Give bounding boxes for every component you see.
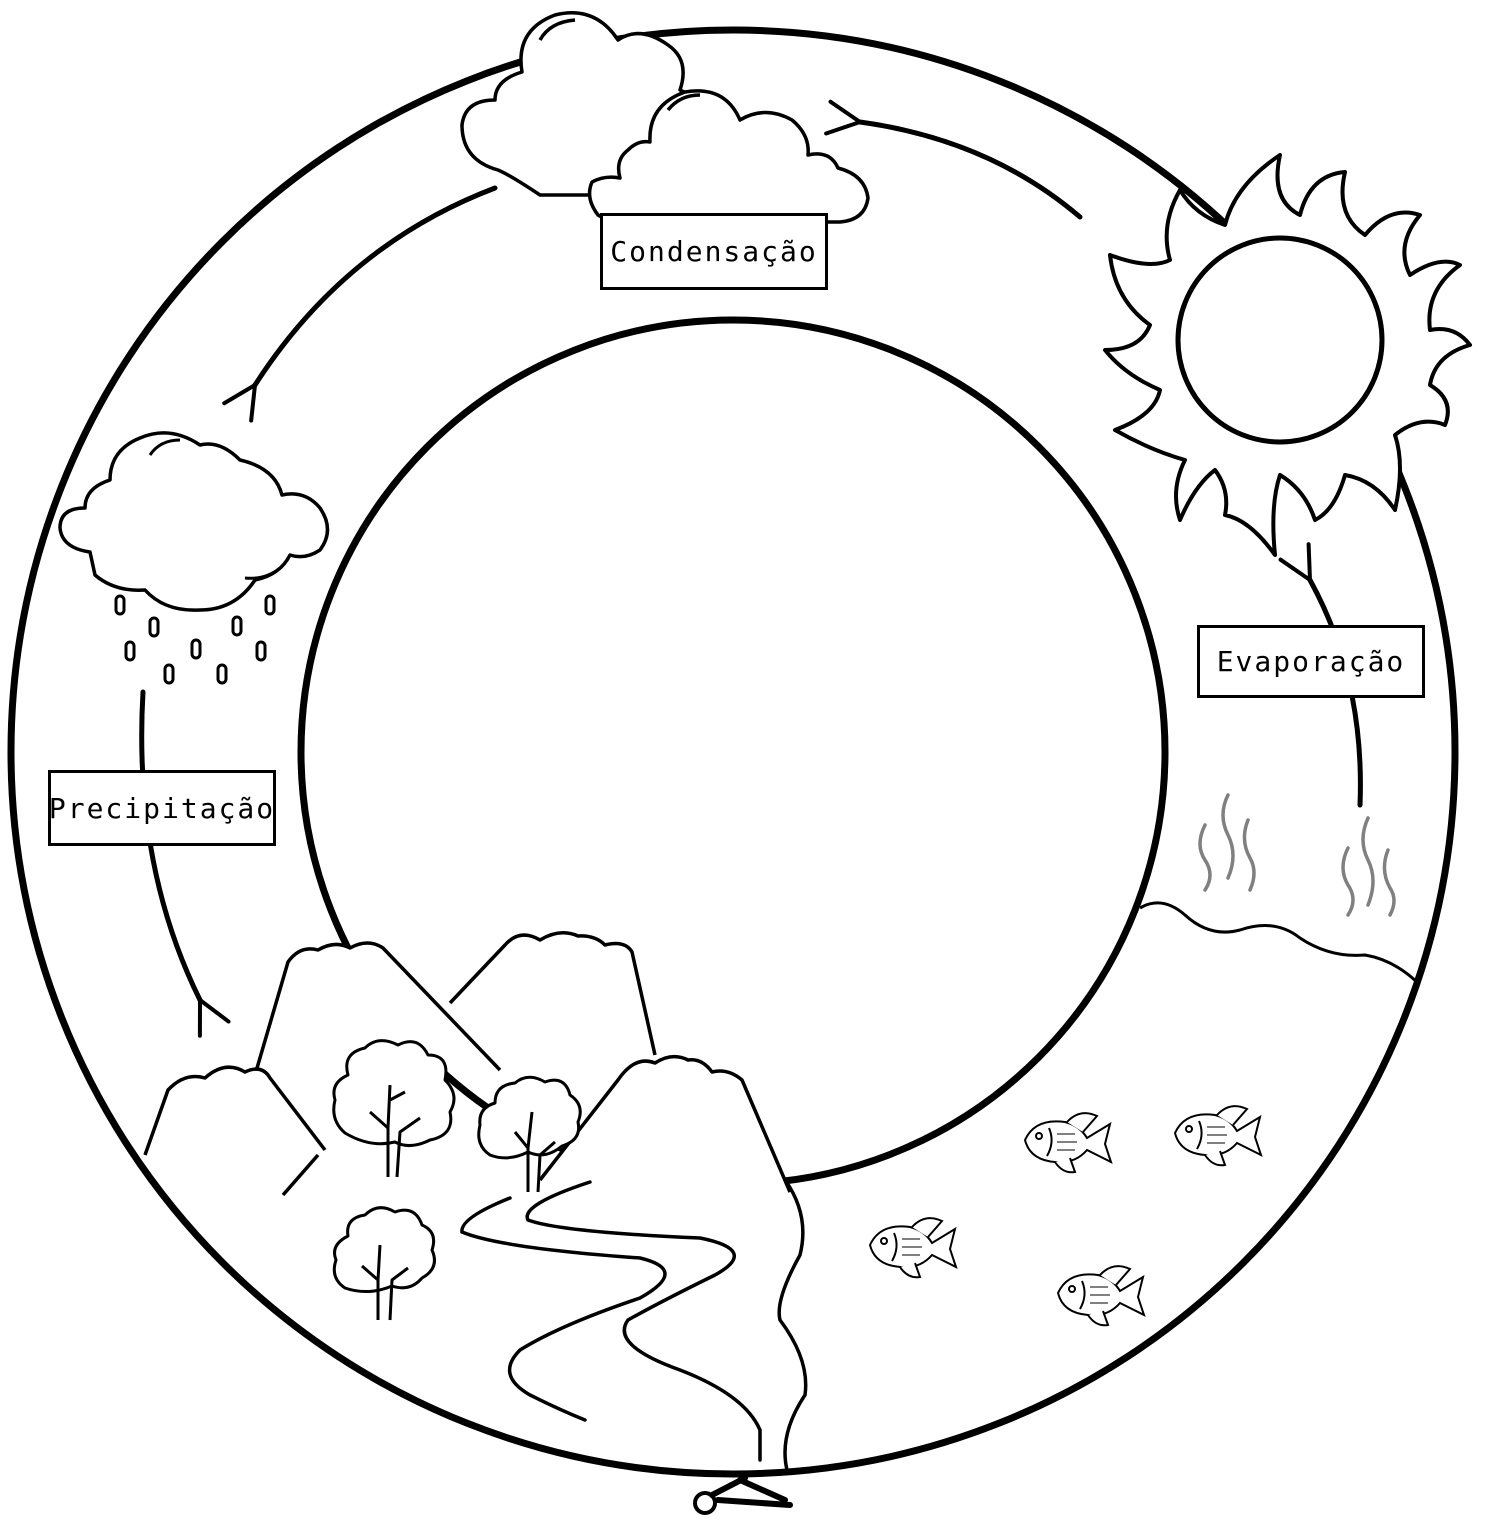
landscape-scene xyxy=(143,901,1422,1474)
precipitation-label: Precipitação xyxy=(48,770,276,846)
fish-icon xyxy=(868,1105,1263,1327)
sun-icon xyxy=(1103,153,1472,557)
condensation-label: Condensação xyxy=(600,213,828,290)
tree-icon xyxy=(332,1039,582,1321)
water-surface xyxy=(1139,901,1422,987)
cloud-icon xyxy=(460,11,870,224)
arrow-rain-to-ground xyxy=(139,689,231,1038)
mountain-icon xyxy=(143,931,792,1197)
rain-cloud-icon xyxy=(58,431,330,685)
arrow-sun-to-clouds xyxy=(824,99,1083,220)
outer-ring xyxy=(7,26,1459,1478)
river-icon xyxy=(460,1178,808,1474)
arrow-clouds-to-rain xyxy=(222,185,498,423)
scissors-icon xyxy=(693,1475,793,1515)
steam-icon xyxy=(1198,793,1396,917)
evaporation-label: Evaporação xyxy=(1197,625,1425,698)
